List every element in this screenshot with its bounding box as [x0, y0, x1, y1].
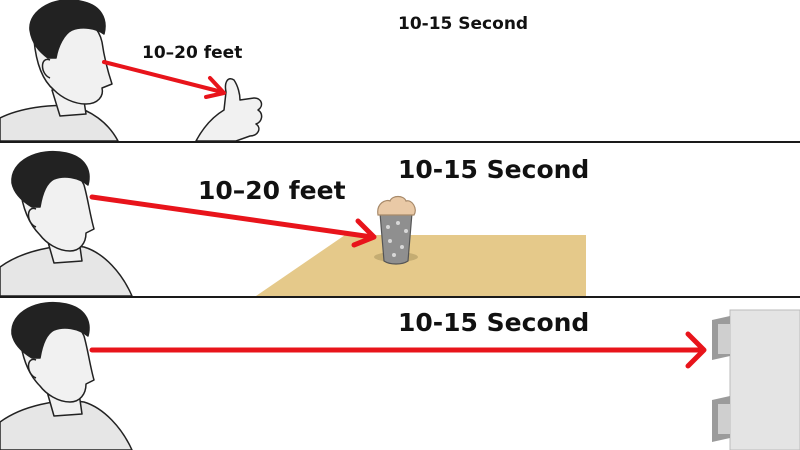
- panel-divider: [0, 141, 800, 143]
- panel-cup: 10-15 Second 10–20 feet: [0, 143, 800, 296]
- distance-label: 10–20 feet: [142, 43, 243, 63]
- man-figure: [0, 301, 133, 450]
- panel-thumb-drawing: [0, 0, 263, 141]
- panel-divider: [0, 296, 800, 298]
- man-figure: [0, 0, 119, 141]
- raised-thumb-hand: [195, 78, 263, 141]
- panel-wall-drawing: [0, 301, 800, 450]
- distance-label: 10–20 feet: [198, 176, 346, 205]
- sight-arrow: [89, 331, 707, 369]
- wall-shelf: [712, 309, 800, 450]
- panel-cup-drawing: [0, 150, 586, 296]
- panel-thumb: 10-15 Second 10–20 feet: [0, 0, 800, 141]
- cup: [374, 195, 418, 265]
- sight-arrow: [89, 194, 377, 248]
- panel-wall: 10-15 Second: [0, 298, 800, 450]
- time-label: 10-15 Second: [398, 14, 529, 34]
- sight-arrow: [102, 60, 226, 99]
- table-surface: [256, 235, 586, 296]
- man-figure: [0, 150, 133, 296]
- time-label: 10-15 Second: [398, 155, 590, 184]
- time-label: 10-15 Second: [398, 308, 590, 337]
